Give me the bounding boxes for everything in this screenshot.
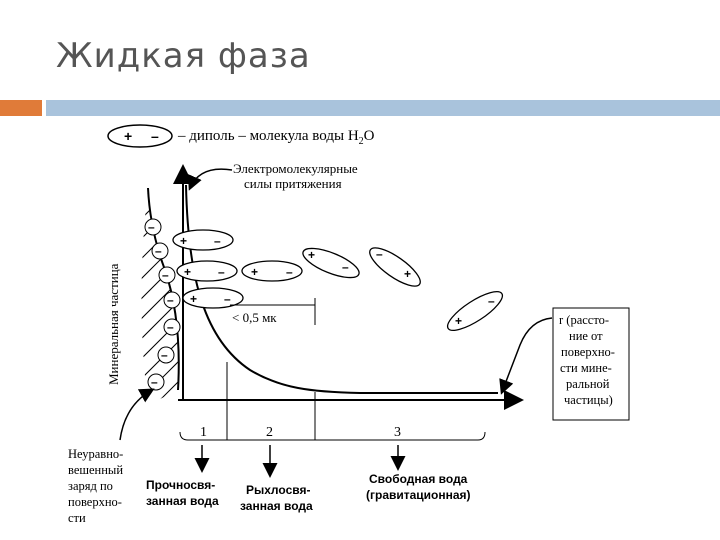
svg-text:–: – — [286, 265, 293, 279]
r-pointer — [499, 317, 553, 395]
accent-bar-orange — [0, 100, 42, 116]
svg-text:занная вода: занная вода — [240, 499, 313, 513]
svg-text:+: + — [251, 265, 258, 279]
svg-text:–: – — [148, 220, 155, 234]
r-label-line6: частицы) — [564, 393, 613, 407]
surface-charges: – – – – – – – — [144, 218, 181, 391]
legend-plus: + — [124, 128, 132, 144]
svg-text:–: – — [488, 294, 495, 308]
attraction-curve — [185, 184, 498, 394]
svg-text:–: – — [161, 348, 168, 362]
svg-text:Прочносвя-: Прочносвя- — [146, 478, 215, 492]
svg-text:Рыхлосвя-: Рыхлосвя- — [246, 483, 310, 497]
slide-title: Жидкая фаза — [56, 36, 311, 76]
svg-text:Свободная вода: Свободная вода — [369, 472, 468, 486]
svg-text:(гравитационная): (гравитационная) — [366, 488, 471, 502]
svg-text:занная вода: занная вода — [146, 494, 219, 508]
distance-label: < 0,5 мк — [232, 310, 277, 325]
svg-text:Неуравно-: Неуравно- — [68, 447, 123, 461]
bottom-labels: Неуравно- вешенный заряд по поверхно- ст… — [68, 447, 471, 525]
r-label-line3: поверхно- — [561, 345, 615, 359]
r-label-line5: ральной — [566, 377, 610, 391]
mineral-particle-label: Минеральная частица — [106, 263, 121, 385]
svg-text:+: + — [184, 265, 191, 279]
accent-bar-blue — [46, 100, 720, 116]
zone-1-label: 1 — [200, 425, 207, 440]
zone-3-label: 3 — [394, 425, 401, 440]
legend-minus: – — [151, 128, 159, 144]
svg-text:–: – — [218, 265, 225, 279]
legend-dipole: + – — [107, 124, 173, 148]
electro-pointer — [187, 168, 233, 191]
electro-label-line2: силы притяжения — [244, 176, 342, 191]
r-label-box — [552, 307, 630, 421]
zones-bracket — [179, 431, 486, 441]
svg-text:поверхно-: поверхно- — [68, 495, 122, 509]
svg-text:+: + — [455, 314, 462, 328]
zone-2-label: 2 — [266, 425, 273, 440]
svg-text:–: – — [167, 320, 174, 334]
svg-text:–: – — [342, 260, 349, 274]
unbalanced-pointer — [119, 388, 155, 441]
dipole-molecules: + – + – + – + – + – – + + – — [172, 229, 504, 331]
svg-text:сти: сти — [68, 511, 86, 525]
electro-label-line1: Электромолекулярные — [233, 161, 358, 176]
svg-text:+: + — [190, 292, 197, 306]
r-label-line4: сти мине- — [560, 361, 612, 375]
svg-text:+: + — [180, 234, 187, 248]
svg-text:–: – — [167, 293, 174, 307]
svg-text:–: – — [214, 234, 221, 248]
r-label-line1: r (рассто- — [559, 313, 609, 327]
legend-text: – диполь – молекула воды H2O — [177, 128, 375, 147]
svg-text:вешенный: вешенный — [68, 463, 123, 477]
svg-text:–: – — [151, 375, 158, 389]
svg-text:заряд по: заряд по — [68, 479, 113, 493]
svg-text:–: – — [224, 292, 231, 306]
svg-text:–: – — [162, 268, 169, 282]
svg-text:+: + — [404, 267, 411, 281]
svg-text:+: + — [308, 248, 315, 262]
svg-text:–: – — [376, 247, 383, 261]
svg-text:–: – — [155, 244, 162, 258]
r-label-line2: ние от — [569, 329, 603, 343]
